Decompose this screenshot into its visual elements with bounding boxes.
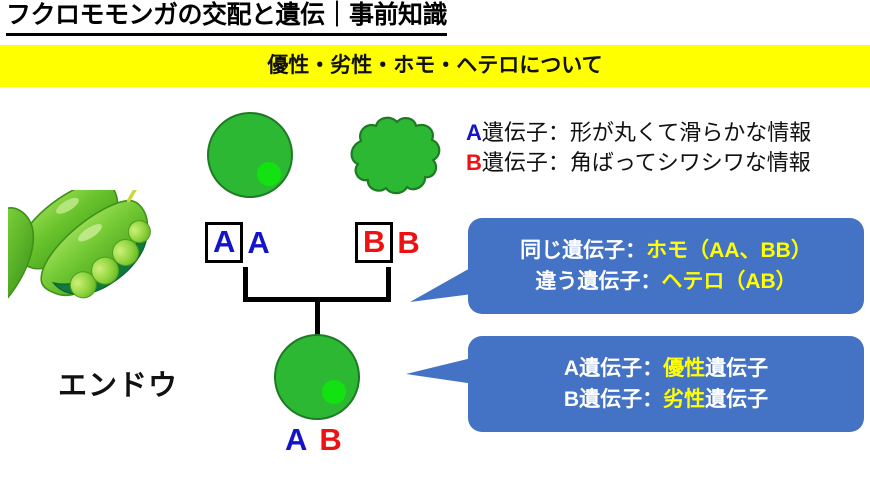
callout-recessive-suffix: 遺伝子 <box>705 388 769 411</box>
offspring-pea-highlight-icon <box>322 380 346 404</box>
offspring-genotype: A B <box>285 424 342 455</box>
section-banner-label: 優性・劣性・ホモ・ヘテロについて <box>267 54 603 77</box>
pea-highlight-icon <box>257 162 281 186</box>
callout-hetero-highlight: ヘテロ（AB） <box>661 270 797 293</box>
callout-dominant-highlight: 優性 <box>663 356 706 380</box>
legend-gene-a-letter: A <box>466 120 482 145</box>
parent-left-smooth-pea <box>207 112 293 198</box>
parent-left-genotype: A A <box>205 222 270 263</box>
callout-hetero-line: 違う遺伝子：ヘテロ（AB） <box>468 266 864 298</box>
pedigree-line-left-vertical <box>243 267 248 302</box>
gene-legend-line-b: B遺伝子：角ばってシワシワな情報 <box>466 148 811 178</box>
gene-legend: A遺伝子：形が丸くて滑らかな情報 B遺伝子：角ばってシワシワな情報 <box>466 118 811 179</box>
callout-dominant-suffix: 遺伝子 <box>705 356 769 380</box>
callout-dominance: A遺伝子：優性遺伝子 B遺伝子：劣性遺伝子 <box>468 336 864 432</box>
offspring-gene-letter-B: B <box>319 422 342 457</box>
offspring-smooth-pea <box>274 334 360 420</box>
pea-label: エンドウ <box>57 370 178 402</box>
pedigree-line-offspring-drop <box>315 297 320 339</box>
legend-gene-b-text: 遺伝子：角ばってシワシワな情報 <box>481 150 811 176</box>
section-banner <box>0 45 870 87</box>
callout-recessive-prefix: B遺伝子： <box>563 388 664 411</box>
callout-homo-line: 同じ遺伝子：ホモ（AA、BB） <box>468 235 864 267</box>
gene-letter-B: B <box>397 225 420 260</box>
callout-recessive-line: B遺伝子：劣性遺伝子 <box>468 384 864 416</box>
legend-gene-a-text: 遺伝子：形が丸くて滑らかな情報 <box>481 120 812 145</box>
parent-right-wrinkled-pea <box>350 116 441 195</box>
callout-dominant-prefix: A遺伝子： <box>563 356 664 380</box>
gene-letter-A: A <box>247 225 270 260</box>
gene-legend-line-a: A遺伝子：形が丸くて滑らかな情報 <box>466 118 811 148</box>
page-title: フクロモモンガの交配と遺伝｜事前知識 <box>6 1 448 36</box>
gene-letter-B-boxed: B <box>355 222 394 263</box>
callout-recessive-highlight: 劣性 <box>663 388 706 411</box>
callout-dominant-line: A遺伝子：優性遺伝子 <box>468 353 864 385</box>
callout-homo-prefix: 同じ遺伝子： <box>520 238 647 262</box>
offspring-gene-letter-A: A <box>285 422 308 457</box>
pedigree-line-right-vertical <box>386 267 391 302</box>
legend-gene-b-letter: B <box>466 150 482 176</box>
callout-dominance-tail <box>406 354 488 386</box>
pea-pod-illustration <box>8 190 151 319</box>
callout-homo-hetero: 同じ遺伝子：ホモ（AA、BB） 違う遺伝子：ヘテロ（AB） <box>468 218 864 314</box>
callout-homo-highlight: ホモ（AA、BB） <box>646 238 812 262</box>
gene-letter-A-boxed: A <box>205 222 244 263</box>
parent-right-genotype: B B <box>355 222 420 263</box>
callout-hetero-prefix: 違う遺伝子： <box>535 270 662 293</box>
